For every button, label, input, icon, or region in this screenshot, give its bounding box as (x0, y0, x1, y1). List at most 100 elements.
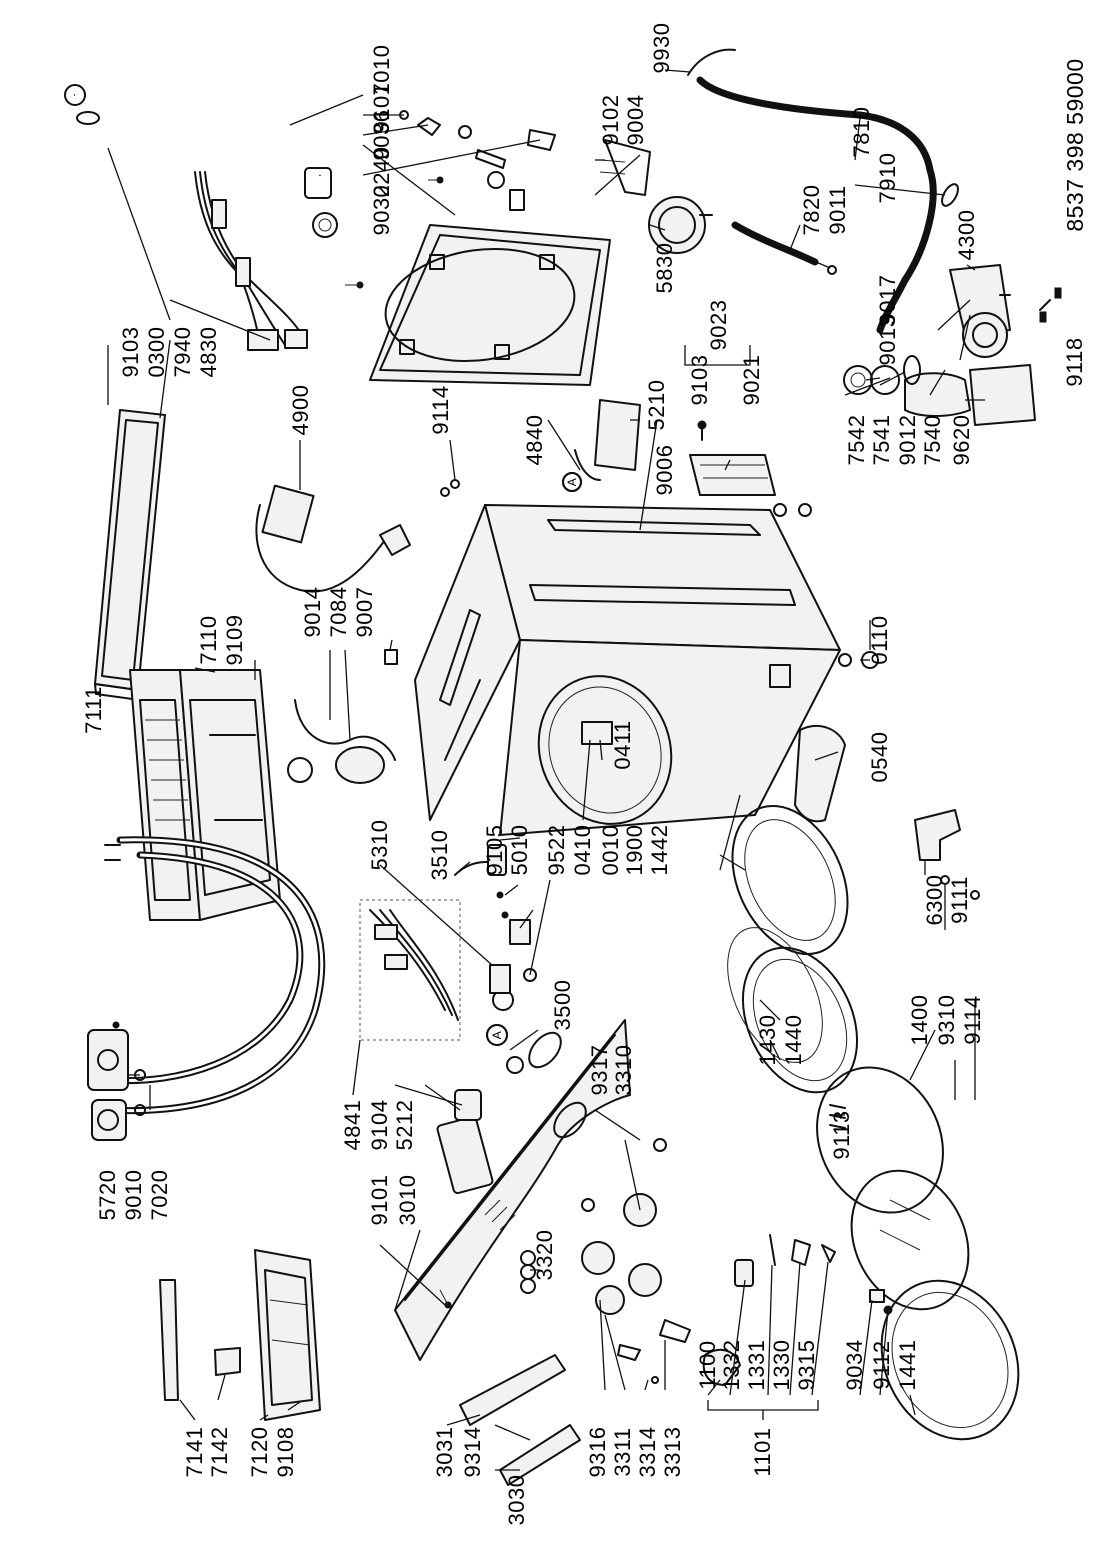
mains-filter-part (255, 479, 460, 593)
callout-label: 7084 (326, 586, 351, 638)
callout-label: 3313 (660, 1426, 685, 1478)
callout-label: 9012 (895, 414, 920, 466)
inlet-valve-part (87, 1021, 146, 1141)
callout-label: 9317 (587, 1044, 612, 1096)
callout-label: 9017 (875, 274, 900, 326)
drain-pump-part (843, 264, 1062, 426)
callout-label: 7120 (247, 1426, 272, 1478)
callout-label: 1441 (895, 1339, 920, 1391)
callout-label: 7111 (81, 686, 106, 734)
callout-label: 5010 (507, 824, 532, 876)
rear-fixings (399, 110, 556, 211)
callout-label: 0411 (610, 720, 635, 770)
callout-label: 1331 (744, 1339, 769, 1391)
callout-label: 3314 (635, 1426, 660, 1478)
callout-label: 4841 (340, 1099, 365, 1151)
callout-label: 1400 (907, 994, 932, 1046)
callout-label: 0010 (598, 824, 623, 876)
detail-marker-circles (486, 472, 582, 1046)
callout-label: 3010 (395, 1174, 420, 1226)
control-panel-part (394, 989, 631, 1361)
callout-label: 7910 (875, 152, 900, 204)
drain-hose-part (687, 48, 959, 334)
callout-label: 9111 (947, 876, 972, 924)
callout-label: 1900 (622, 824, 647, 876)
callout-label: 0540 (867, 731, 892, 783)
callout-label: 6300 (922, 874, 947, 926)
callout-label: 9021 (739, 354, 764, 406)
pressure-switch-part (599, 139, 837, 275)
door-switch-part (454, 844, 537, 994)
callout-label: 4900 (288, 384, 313, 436)
control-board-part (689, 420, 776, 496)
callout-label: 9118 (1062, 337, 1087, 387)
callout-label: 0110 (867, 615, 892, 665)
rear-panel-part (345, 224, 611, 386)
callout-label: 1330 (769, 1339, 794, 1391)
callout-label: 3320 (532, 1229, 557, 1281)
callout-label: 5310 (367, 819, 392, 871)
callout-label: 9522 (544, 824, 569, 876)
callout-label: 9104 (367, 1099, 392, 1151)
callout-label: 9620 (949, 414, 974, 466)
callout-label: 5212 (392, 1099, 417, 1151)
detail-marker: A (490, 1030, 504, 1040)
callout-label: 9032 (369, 184, 394, 236)
callout-label: 9023 (706, 299, 731, 351)
callout-label: 3311 (610, 1427, 635, 1477)
callout-label: 1442 (647, 824, 672, 876)
callout-label: 3310 (611, 1044, 636, 1096)
callout-label: 9109 (222, 614, 247, 666)
program-knobs-part (520, 1138, 691, 1384)
callout-label: 7142 (207, 1426, 232, 1478)
callout-label: 5830 (652, 242, 677, 294)
kickplate-part (794, 725, 846, 823)
inlet-hose-part (64, 84, 338, 238)
callout-label: 3030 (504, 1474, 529, 1526)
callout-label: 4830 (196, 326, 221, 378)
callout-label: 9102 (598, 94, 623, 146)
service-flap-part (914, 809, 980, 900)
callout-label: 9103 (118, 326, 143, 378)
callout-label: 9113 (829, 1110, 854, 1160)
callout-label: 4840 (522, 414, 547, 466)
door-part (816, 1066, 1020, 1441)
callout-label: 7820 (799, 184, 824, 236)
callout-label: 9310 (934, 994, 959, 1046)
callout-label: 7110 (196, 615, 221, 665)
callout-label: 7810 (849, 106, 874, 158)
callout-label: 5210 (644, 379, 669, 431)
callout-label: 7940 (170, 326, 195, 378)
callout-label: 9010 (121, 1169, 146, 1221)
callout-label: 9112 (869, 1340, 894, 1390)
callout-label: 5720 (95, 1169, 120, 1221)
door-handle-part (702, 1234, 836, 1386)
door-seal-part (727, 804, 859, 1094)
callout-label: 9014 (300, 586, 325, 638)
callout-label: 9101 (367, 1174, 392, 1226)
callout-label: 9006 (652, 444, 677, 496)
callout-label: 9105 (482, 824, 507, 876)
callout-label: 7541 (869, 414, 894, 466)
callout-label: 3510 (427, 829, 452, 881)
callout-label: 7540 (920, 414, 945, 466)
callout-label: 1440 (781, 1014, 806, 1066)
callout-label: 9316 (585, 1426, 610, 1478)
callout-label: 1101 (750, 1427, 775, 1477)
document-number: 8537 398 59000 (1062, 58, 1088, 232)
callout-label: 4300 (954, 209, 979, 261)
callout-label: 0410 (570, 824, 595, 876)
callout-label: 9314 (460, 1426, 485, 1478)
cabinet-part (414, 503, 879, 836)
callout-label: 9108 (273, 1426, 298, 1478)
callout-label: 9004 (623, 94, 648, 146)
callout-label: 3500 (550, 979, 575, 1031)
callout-label: 1430 (755, 1014, 780, 1066)
callout-label: 9103 (687, 354, 712, 406)
callout-label: 7141 (182, 1426, 207, 1478)
callout-label: 9011 (825, 185, 850, 235)
callout-label: 9315 (794, 1339, 819, 1391)
wiring-detail-part (359, 899, 508, 1121)
callout-label: 9930 (649, 22, 674, 74)
